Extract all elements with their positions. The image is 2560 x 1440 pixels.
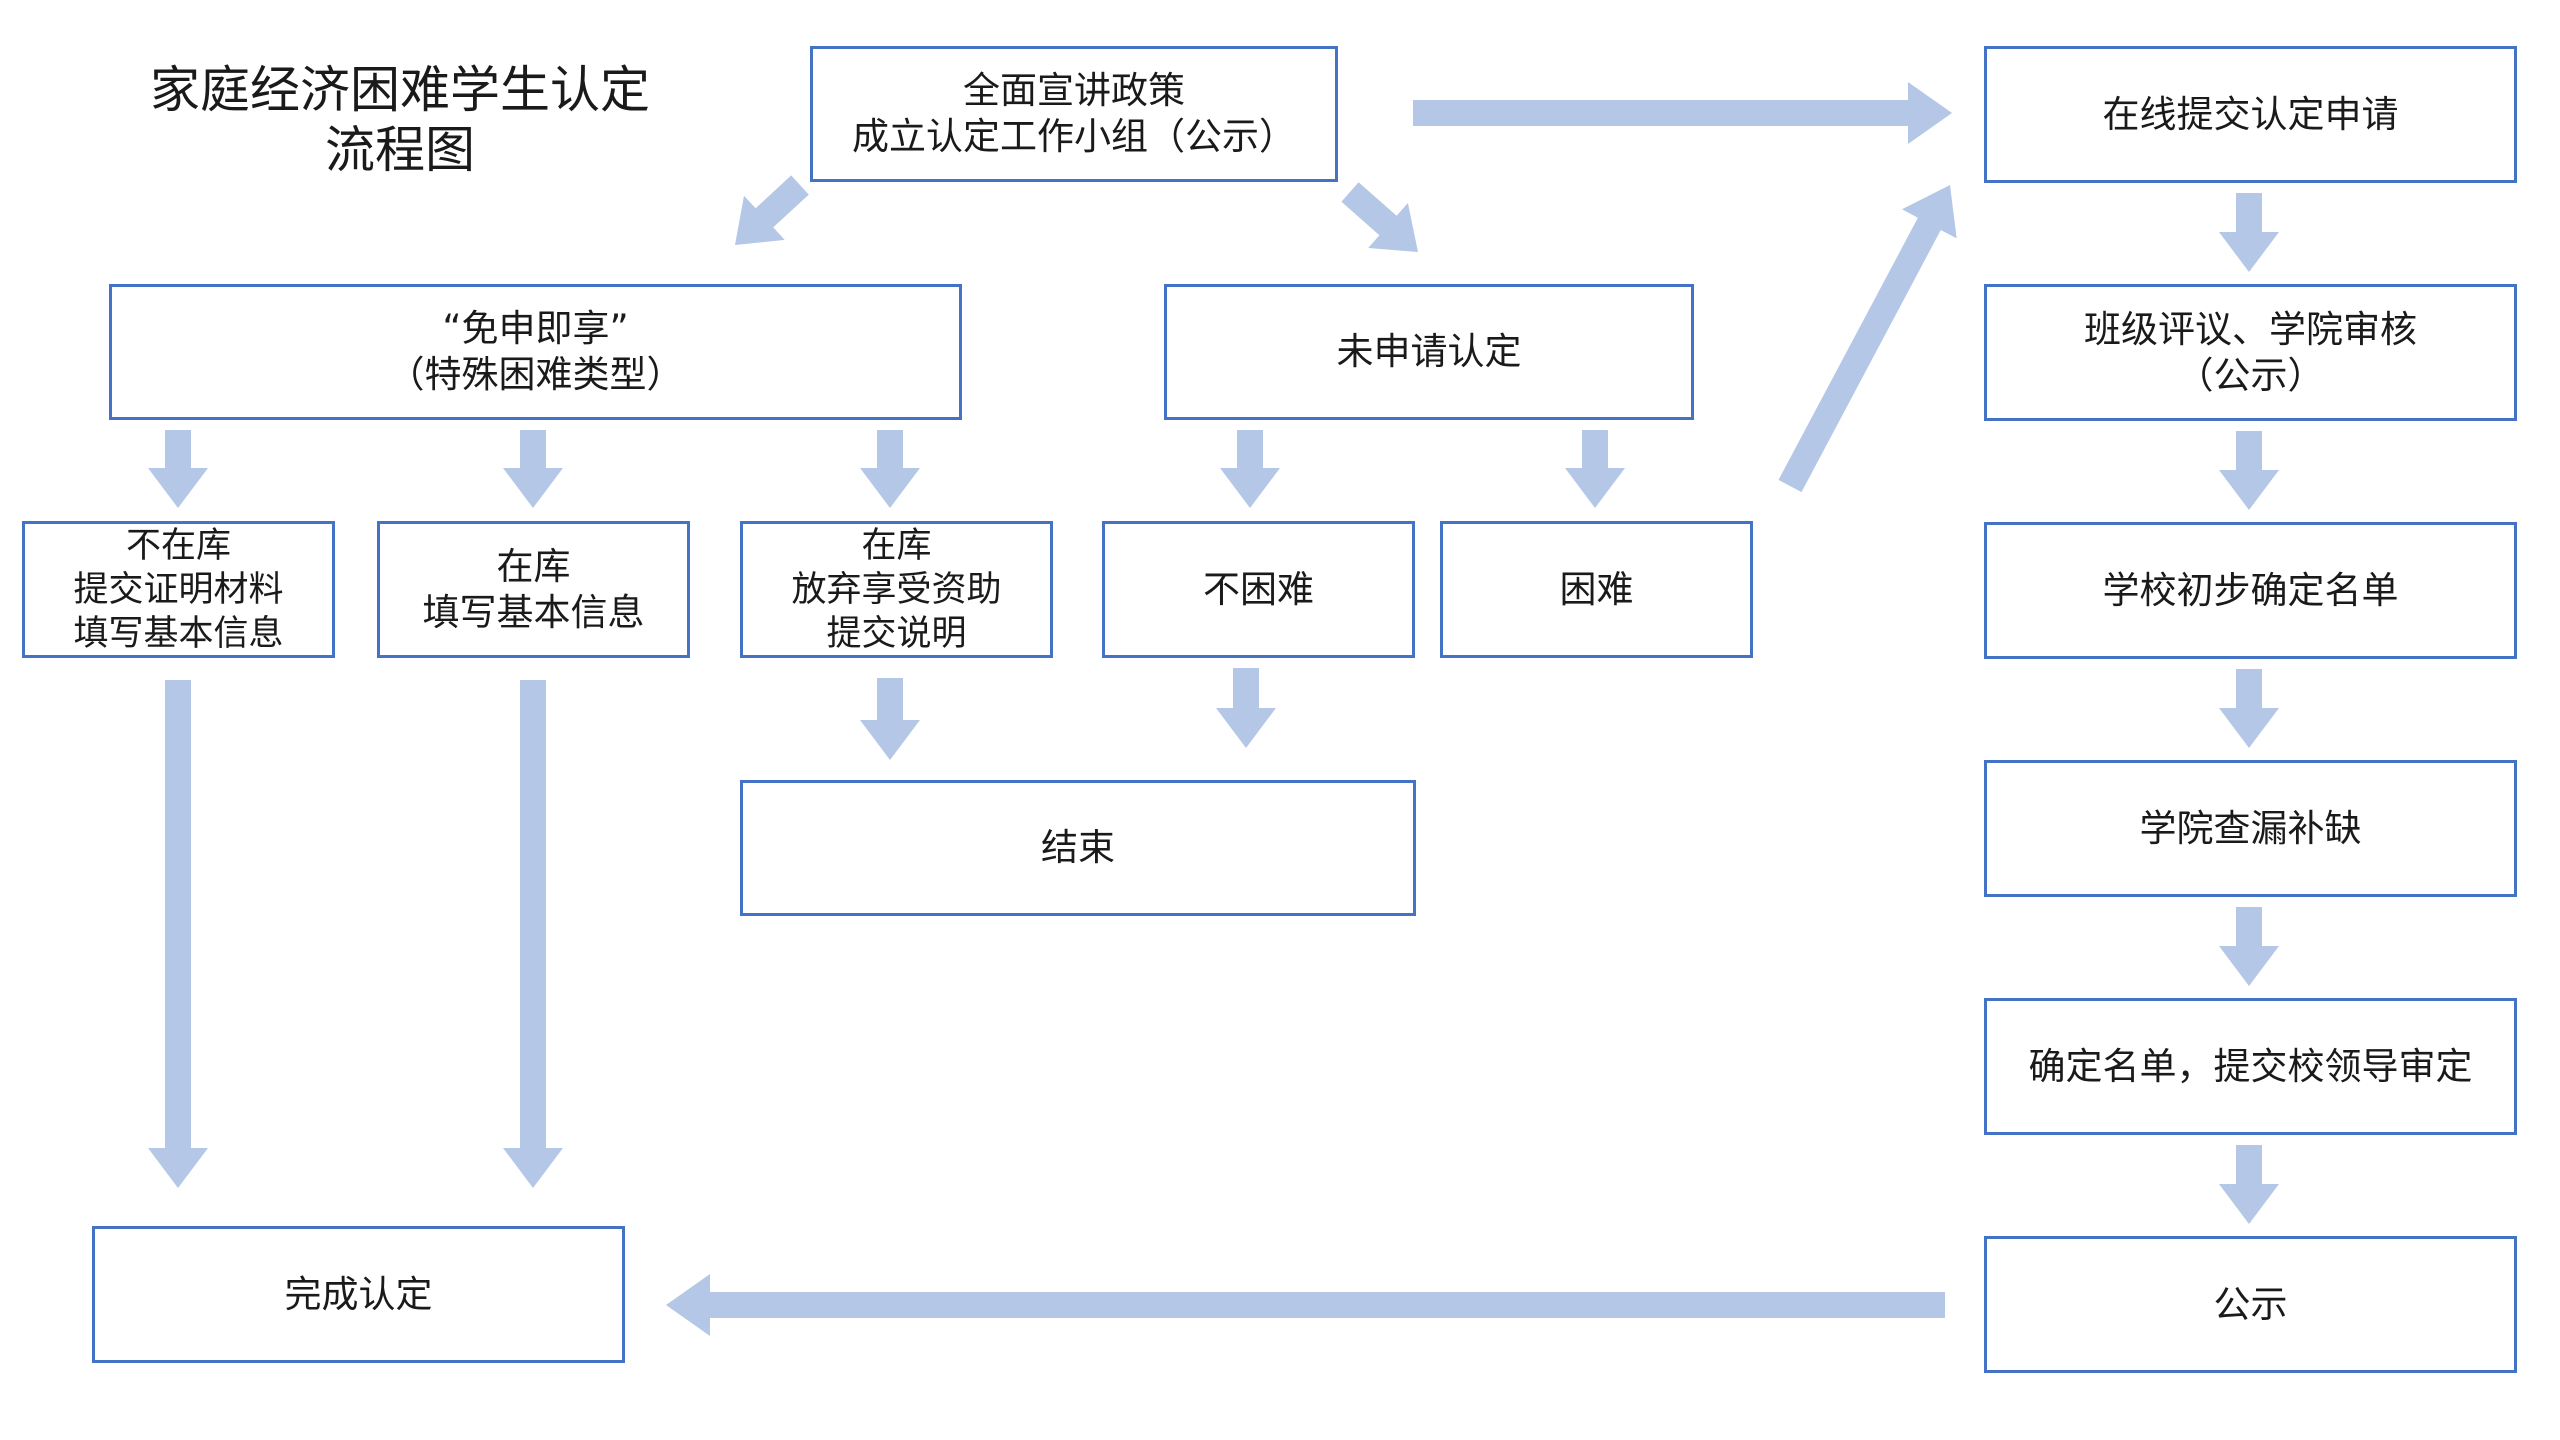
arrow-not-applied-to-difficult [1565,430,1625,508]
node-online-apply: 在线提交认定申请 [1984,46,2517,183]
node-not-difficult: 不困难 [1102,521,1415,658]
node-online-apply-line-1: 在线提交认定申请 [2102,92,2399,136]
node-college-check: 学院查漏补缺 [1984,760,2517,897]
arrow-confirm-list-to-publicize [2219,1145,2279,1224]
node-exempt-not-in-db-line-3: 填写基本信息 [73,613,284,654]
node-exempt: “免申即享” （特殊困难类型） [109,284,962,420]
node-exempt-not-in-db: 不在库 提交证明材料 填写基本信息 [22,521,335,658]
node-complete: 完成认定 [92,1226,625,1363]
arrow-not-difficult-to-end [1216,668,1276,748]
node-class-review: 班级评议、学院审核 （公示） [1984,284,2517,421]
node-policy-line-2: 成立认定工作小组（公示） [852,115,1296,158]
node-school-list: 学校初步确定名单 [1984,522,2517,659]
diagram-title: 家庭经济困难学生认定 流程图 [80,60,720,180]
diagram-title-line-2: 流程图 [325,121,475,179]
node-end-line-1: 结束 [1041,826,1115,869]
arrow-college-check-to-confirm-list [2219,907,2279,986]
node-complete-line-1: 完成认定 [284,1272,433,1316]
arrow-not-applied-to-not-difficult [1220,430,1280,508]
arrow-publicize-to-complete [666,1274,1945,1336]
node-end: 结束 [740,780,1416,916]
node-difficult-line-1: 困难 [1559,567,1634,611]
node-policy: 全面宣讲政策 成立认定工作小组（公示） [810,46,1338,182]
arrow-online-apply-to-class-review [2219,193,2279,272]
arrow-policy-to-not-applied [1341,182,1418,252]
node-exempt-line-2: （特殊困难类型） [387,353,684,396]
node-class-review-line-2: （公示） [2176,353,2325,397]
node-publicize-line-1: 公示 [2213,1282,2288,1326]
node-policy-line-1: 全面宣讲政策 [963,69,1185,112]
diagram-title-line-1: 家庭经济困难学生认定 [150,61,650,119]
node-exempt-waive-line-3: 提交说明 [826,613,967,654]
node-exempt-not-in-db-line-2: 提交证明材料 [73,569,284,610]
node-not-applied-line-1: 未申请认定 [1336,330,1522,373]
node-school-list-line-1: 学校初步确定名单 [2102,568,2399,612]
node-class-review-line-1: 班级评议、学院审核 [2084,307,2417,351]
arrow-not-in-db-to-complete [148,680,208,1188]
node-exempt-waive-line-1: 在库 [861,525,932,566]
arrow-exempt-to-in-db [503,430,563,508]
arrow-difficult-to-online-apply [1778,185,1957,493]
node-publicize: 公示 [1984,1236,2517,1373]
node-confirm-list: 确定名单，提交校领导审定 [1984,998,2517,1135]
node-exempt-not-in-db-line-1: 不在库 [125,525,231,566]
arrow-school-list-to-college-check [2219,669,2279,748]
node-confirm-list-line-1: 确定名单，提交校领导审定 [2028,1044,2473,1088]
arrow-exempt-to-waive [860,430,920,508]
node-exempt-waive: 在库 放弃享受资助 提交说明 [740,521,1053,658]
node-exempt-line-1: “免申即享” [442,307,629,350]
node-college-check-line-1: 学院查漏补缺 [2139,806,2362,850]
node-difficult: 困难 [1440,521,1753,658]
arrow-policy-to-exempt [735,175,809,245]
arrow-waive-to-end [860,678,920,760]
node-exempt-in-db-line-2: 填写基本信息 [422,590,645,634]
arrow-policy-to-online-apply [1413,82,1952,144]
arrow-class-review-to-school-list [2219,431,2279,510]
arrow-in-db-to-complete [503,680,563,1188]
node-exempt-in-db-line-1: 在库 [496,544,571,588]
node-exempt-in-db: 在库 填写基本信息 [377,521,690,658]
node-exempt-waive-line-2: 放弃享受资助 [791,569,1002,610]
arrow-exempt-to-not-in-db [148,430,208,508]
node-not-applied: 未申请认定 [1164,284,1694,420]
node-not-difficult-line-1: 不困难 [1203,567,1314,611]
